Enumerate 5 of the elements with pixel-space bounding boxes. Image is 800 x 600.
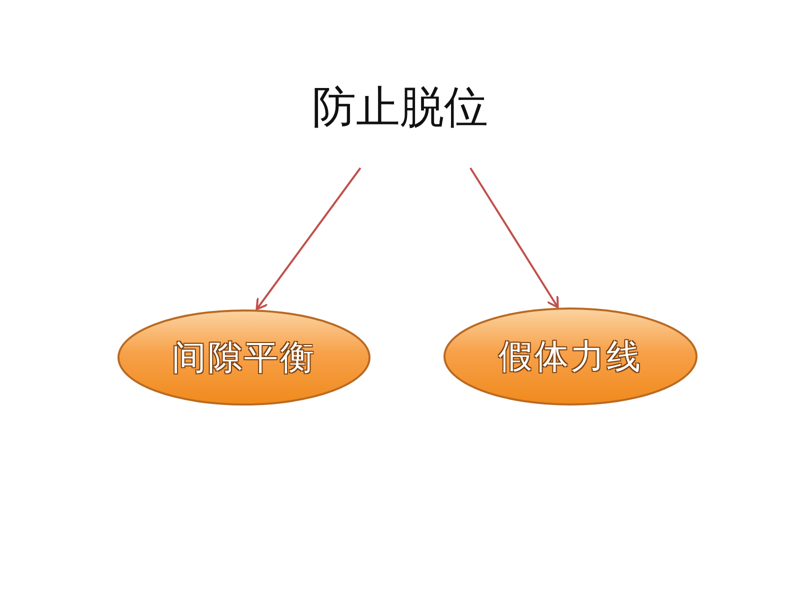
oval-label: 假体力线 [498, 336, 642, 378]
title-text: 防止脱位 [312, 82, 488, 135]
arrow [470, 167, 559, 308]
arrow [256, 167, 362, 310]
oval-label: 间隙平衡 [172, 336, 316, 380]
